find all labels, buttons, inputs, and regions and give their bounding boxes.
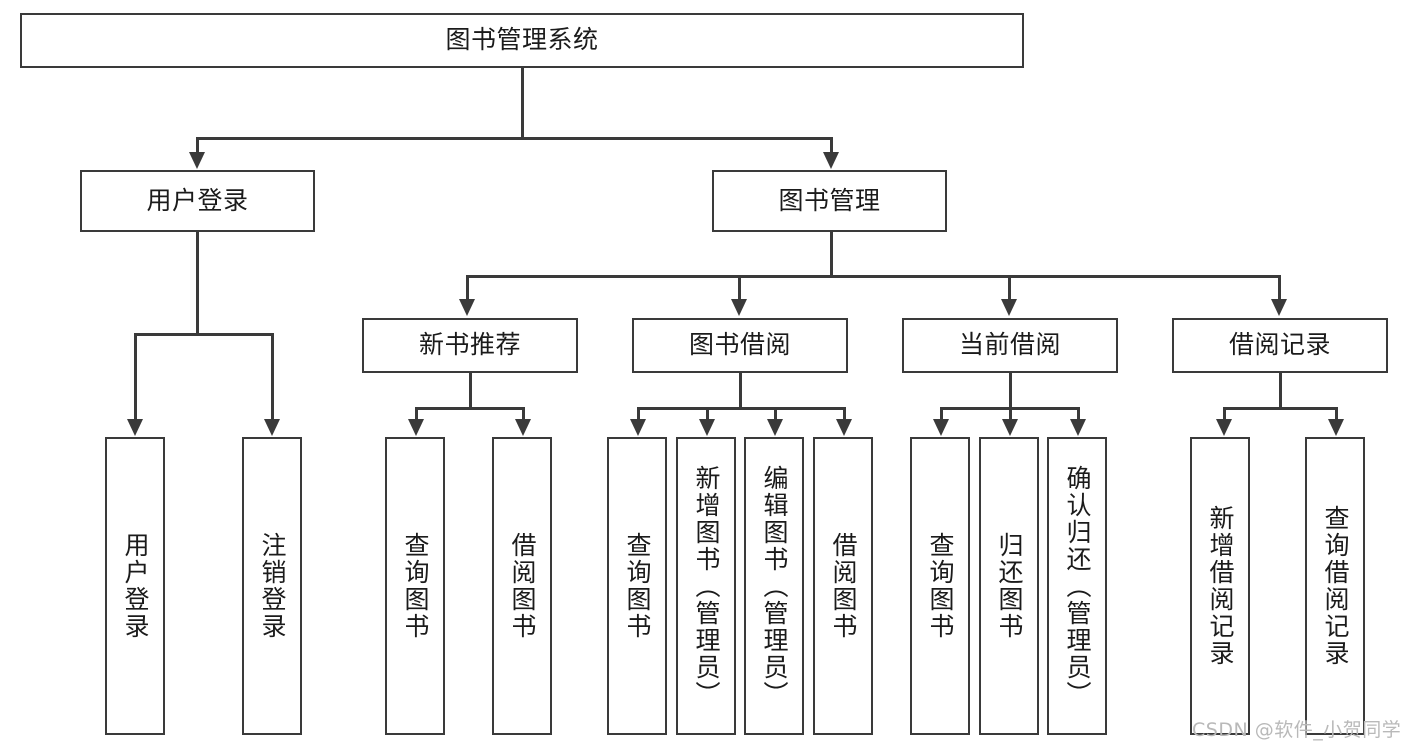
connector-book-borrow-leaf-2 <box>706 407 709 420</box>
node-label: 新增图书（管理员） <box>692 464 721 708</box>
connector-user-login-stem <box>196 232 199 334</box>
node-label: 借阅图书 <box>829 532 858 640</box>
node-user-login[interactable]: 用户登录 <box>80 170 315 232</box>
node-label: 注销登录 <box>258 532 287 640</box>
connector-book-management-stem <box>830 232 833 276</box>
connector-user-login-leaf-2 <box>271 333 274 420</box>
node-label: 借阅图书 <box>508 532 537 640</box>
arrowhead-leaf-query-record <box>1328 419 1344 436</box>
leaf-query-book-new-recommend[interactable]: 查询图书 <box>385 437 445 735</box>
connector-new-book-leaf-1 <box>415 407 418 420</box>
connector-book-borrow-leaf-4 <box>843 407 846 420</box>
node-label: 编辑图书（管理员） <box>760 464 789 708</box>
node-label: 确认归还（管理员） <box>1063 464 1092 708</box>
connector-to-borrow-record <box>1278 275 1281 300</box>
arrowhead-user-login <box>189 152 205 169</box>
node-label: 查询图书 <box>926 532 955 640</box>
arrowhead-leaf-query-book-3 <box>933 419 949 436</box>
connector-borrow-record-bus <box>1223 407 1337 410</box>
node-label: 借阅记录 <box>1228 330 1331 360</box>
node-label: 查询图书 <box>623 532 652 640</box>
arrowhead-leaf-borrow-book-1 <box>515 419 531 436</box>
connector-user-login-bus <box>134 333 273 336</box>
arrowhead-leaf-query-book-1 <box>408 419 424 436</box>
node-label: 用户登录 <box>146 185 249 215</box>
node-book-borrow[interactable]: 图书借阅 <box>632 318 848 373</box>
node-current-borrow[interactable]: 当前借阅 <box>902 318 1118 373</box>
arrowhead-leaf-user-login <box>127 419 143 436</box>
arrowhead-current-borrow <box>1001 299 1017 316</box>
leaf-logout[interactable]: 注销登录 <box>242 437 302 735</box>
watermark-text: CSDN @软件_小贺同学 <box>1192 719 1402 741</box>
connector-new-book-bus <box>415 407 524 410</box>
connector-current-borrow-leaf-1 <box>940 407 943 420</box>
connector-root-stem <box>521 68 524 138</box>
node-label: 新书推荐 <box>418 330 521 360</box>
connector-book-borrow-bus <box>637 407 845 410</box>
connector-to-current-borrow <box>1008 275 1011 300</box>
leaf-user-login[interactable]: 用户登录 <box>105 437 165 735</box>
connector-root-to-user-login <box>196 137 199 153</box>
connector-current-borrow-stem <box>1009 373 1012 408</box>
connector-borrow-record-leaf-2 <box>1335 407 1338 420</box>
arrowhead-leaf-confirm-return <box>1070 419 1086 436</box>
leaf-return-book[interactable]: 归还图书 <box>979 437 1039 735</box>
connector-to-book-borrow <box>738 275 741 300</box>
connector-current-borrow-leaf-2 <box>1009 407 1012 420</box>
leaf-confirm-return-admin[interactable]: 确认归还（管理员） <box>1047 437 1107 735</box>
arrowhead-leaf-add-book <box>699 419 715 436</box>
leaf-query-book-current[interactable]: 查询图书 <box>910 437 970 735</box>
leaf-add-book-admin[interactable]: 新增图书（管理员） <box>676 437 736 735</box>
connector-book-borrow-leaf-1 <box>637 407 640 420</box>
arrowhead-leaf-borrow-book-2 <box>836 419 852 436</box>
node-label: 图书借阅 <box>688 330 791 360</box>
leaf-query-book-borrow[interactable]: 查询图书 <box>607 437 667 735</box>
connector-current-borrow-leaf-3 <box>1077 407 1080 420</box>
node-label: 图书管理系统 <box>445 25 599 55</box>
connector-to-new-book <box>466 275 469 300</box>
arrowhead-leaf-add-record <box>1216 419 1232 436</box>
connector-book-management-bus <box>466 275 1280 278</box>
arrowhead-borrow-record <box>1271 299 1287 316</box>
connector-new-book-leaf-2 <box>522 407 525 420</box>
node-label: 新增借阅记录 <box>1206 505 1235 667</box>
arrowhead-book-management <box>823 152 839 169</box>
leaf-borrow-book-borrow[interactable]: 借阅图书 <box>813 437 873 735</box>
connector-book-borrow-leaf-3 <box>774 407 777 420</box>
node-label: 当前借阅 <box>958 330 1061 360</box>
connector-book-borrow-stem <box>739 373 742 408</box>
leaf-add-borrow-record[interactable]: 新增借阅记录 <box>1190 437 1250 735</box>
connector-user-login-leaf-1 <box>134 333 137 420</box>
connector-root-bus <box>196 137 833 140</box>
node-borrow-record[interactable]: 借阅记录 <box>1172 318 1388 373</box>
arrowhead-new-book-recommend <box>459 299 475 316</box>
leaf-borrow-book-new-recommend[interactable]: 借阅图书 <box>492 437 552 735</box>
node-label: 图书管理 <box>778 185 881 215</box>
node-label: 用户登录 <box>121 532 150 640</box>
node-book-management-system[interactable]: 图书管理系统 <box>20 13 1024 68</box>
node-label: 归还图书 <box>995 532 1024 640</box>
connector-borrow-record-stem <box>1279 373 1282 408</box>
connector-borrow-record-leaf-1 <box>1223 407 1226 420</box>
arrowhead-leaf-return-book <box>1002 419 1018 436</box>
connector-root-to-book-management <box>830 137 833 153</box>
node-label: 查询图书 <box>401 532 430 640</box>
arrowhead-leaf-query-book-2 <box>630 419 646 436</box>
arrowhead-leaf-logout <box>264 419 280 436</box>
arrowhead-book-borrow <box>731 299 747 316</box>
node-new-book-recommend[interactable]: 新书推荐 <box>362 318 578 373</box>
leaf-query-borrow-record[interactable]: 查询借阅记录 <box>1305 437 1365 735</box>
leaf-edit-book-admin[interactable]: 编辑图书（管理员） <box>744 437 804 735</box>
node-book-management[interactable]: 图书管理 <box>712 170 947 232</box>
connector-new-book-stem <box>469 373 472 408</box>
arrowhead-leaf-edit-book <box>767 419 783 436</box>
node-label: 查询借阅记录 <box>1321 505 1350 667</box>
